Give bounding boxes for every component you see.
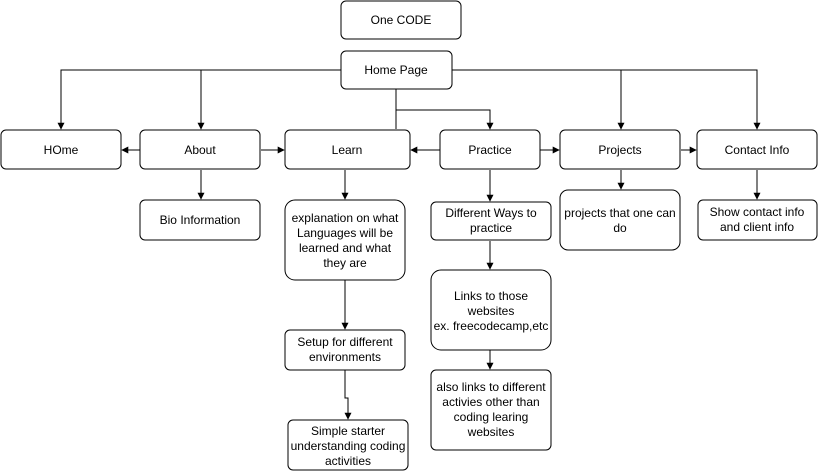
node-explanation-line-1: explanation on what	[292, 211, 399, 225]
node-home-page-line-1: Home Page	[364, 63, 428, 77]
node-starter-activities-line-1: Simple starter	[311, 424, 385, 438]
edge-setup-starter	[344, 370, 352, 420]
node-projects-line-1: Projects	[598, 143, 641, 157]
node-contact-info-line-1: Contact Info	[725, 143, 790, 157]
edge-homepage-home	[57, 69, 341, 130]
node-also-links: also links to different activies other t…	[430, 369, 552, 451]
node-one-code-line-1: One CODE	[371, 13, 432, 27]
node-explanation-line-3: learned and what	[299, 241, 392, 255]
node-explanation-line-4: they are	[323, 256, 367, 270]
node-also-links-line-3: coding learing	[454, 410, 529, 424]
node-different-ways-line-1: Different Ways to	[445, 206, 537, 220]
node-practice: Practice	[439, 129, 541, 170]
node-learn-line-1: Learn	[332, 143, 363, 157]
node-home-page: Home Page	[340, 50, 453, 90]
node-explanation: explanation on what Languages will be le…	[284, 199, 406, 281]
node-projects-desc-line-2: do	[613, 221, 627, 235]
node-explanation-line-2: Languages will be	[297, 226, 393, 240]
node-projects: Projects	[559, 129, 681, 170]
edge-homepage-projects	[452, 69, 625, 130]
node-also-links-line-2: activies other than	[442, 395, 539, 409]
node-links-websites-line-3: ex. freecodecamp,etc	[434, 319, 549, 333]
node-starter-activities-line-3: activities	[325, 454, 371, 468]
node-about: About	[139, 129, 261, 170]
node-show-contact-line-2: and client info	[720, 220, 794, 234]
edge-homepage-contact	[621, 69, 761, 130]
node-projects-desc: projects that one can do	[559, 189, 681, 251]
node-setup-env-line-1: Setup for different	[297, 335, 393, 349]
node-starter-activities-line-2: understanding coding	[291, 439, 406, 453]
node-home: HOme	[0, 129, 122, 170]
node-show-contact: Show contact info and client info	[697, 199, 818, 241]
node-links-websites-line-1: Links to those	[454, 289, 528, 303]
node-about-line-1: About	[184, 143, 216, 157]
node-starter-activities: Simple starter understanding coding acti…	[287, 419, 409, 471]
node-show-contact-line-1: Show contact info	[710, 205, 805, 219]
node-learn: Learn	[284, 129, 411, 170]
node-bio-information: Bio Information	[139, 199, 261, 241]
node-one-code: One CODE	[340, 0, 462, 40]
node-also-links-line-4: websites	[467, 425, 515, 439]
node-home-line-1: HOme	[44, 143, 79, 157]
edge-homepage-practice	[395, 89, 494, 130]
node-different-ways: Different Ways to practice	[430, 201, 552, 241]
node-different-ways-line-2: practice	[470, 221, 512, 235]
node-setup-env-line-2: environments	[309, 350, 381, 364]
node-links-websites: Links to those websites ex. freecodecamp…	[430, 269, 552, 351]
node-setup-env: Setup for different environments	[284, 329, 406, 371]
node-bio-information-line-1: Bio Information	[160, 213, 241, 227]
node-projects-desc-line-1: projects that one can	[564, 206, 675, 220]
node-practice-line-1: Practice	[468, 143, 512, 157]
node-also-links-line-1: also links to different	[436, 380, 546, 394]
node-links-websites-line-2: websites	[467, 304, 515, 318]
node-contact-info: Contact Info	[696, 129, 818, 170]
